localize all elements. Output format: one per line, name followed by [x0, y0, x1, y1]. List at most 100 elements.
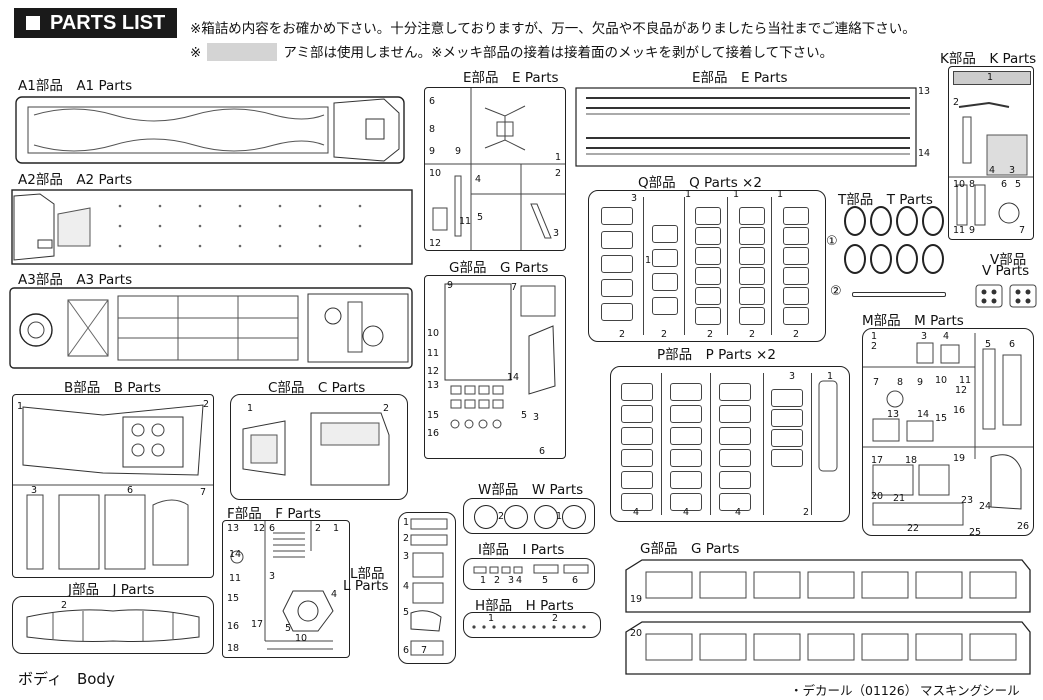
- f-parts-drawing: [230, 521, 334, 650]
- k-parts-drawing: [949, 101, 1033, 226]
- sprue-a3: [8, 286, 414, 372]
- part-number: 14: [229, 549, 242, 560]
- part-number: 15: [227, 593, 240, 604]
- part-number: 2: [749, 329, 756, 340]
- part-number: 6: [539, 446, 546, 457]
- part-number: 1: [555, 152, 562, 163]
- part-number: 2: [403, 533, 410, 544]
- part-number: 21: [893, 493, 906, 504]
- parts-list-title: PARTS LIST: [14, 8, 177, 38]
- part-number: 3: [533, 412, 540, 423]
- part-number: 17: [871, 455, 884, 466]
- label-g-parts-top: G部品 G Parts: [449, 260, 549, 276]
- tire: [870, 206, 892, 236]
- part-number: 1: [987, 72, 994, 83]
- part-number: 12: [427, 366, 440, 377]
- part-number: 15: [935, 413, 948, 424]
- tire: [922, 244, 944, 274]
- part-number: 14: [917, 409, 930, 420]
- part-number: 16: [227, 621, 240, 632]
- p-column: [763, 373, 812, 515]
- sprue-l: 1 2 3 4 5 6 7: [398, 512, 456, 664]
- g-bottom-drawing: [625, 559, 1031, 675]
- part-number: 9: [447, 280, 454, 291]
- part-number: 5: [285, 623, 292, 634]
- label-p-parts: P部品 P Parts ×2: [657, 347, 776, 363]
- part-number: 4: [989, 165, 996, 176]
- part-number: 3: [31, 485, 38, 496]
- part-number: 9: [969, 225, 976, 236]
- sprue-e-large: 13 14: [574, 84, 932, 174]
- part-number: 2: [619, 329, 626, 340]
- part-number: 13: [427, 380, 440, 391]
- tire: [844, 244, 866, 274]
- sprue-t: ① ②: [826, 206, 956, 306]
- tire: [844, 206, 866, 236]
- part-number: 19: [953, 453, 966, 464]
- q-column: [775, 197, 815, 335]
- label-a1-parts: A1部品 A1 Parts: [18, 78, 133, 94]
- part-number: 3: [269, 571, 276, 582]
- part-number: 7: [1019, 225, 1026, 236]
- sprue-j: 2: [12, 596, 214, 654]
- label-v-parts-jp: V部品: [990, 252, 1027, 268]
- part-number: 6: [403, 645, 410, 656]
- part-number: 2: [953, 97, 960, 108]
- part-number: 17: [251, 619, 264, 630]
- q-column: [599, 197, 635, 335]
- part-number: 7: [200, 487, 207, 498]
- part-number: 3: [921, 331, 928, 342]
- label-c-parts: C部品 C Parts: [268, 380, 366, 396]
- tire: [922, 206, 944, 236]
- part-number: 10: [295, 633, 308, 644]
- part-number: 18: [905, 455, 918, 466]
- label-e-parts-small: E部品 E Parts: [463, 70, 559, 86]
- part-number: 3: [553, 228, 560, 239]
- j-parts-drawing: [26, 609, 200, 642]
- part-number: 16: [953, 405, 966, 416]
- part-number: 1: [871, 331, 878, 342]
- part-number: 6: [127, 485, 134, 496]
- part-number: 1: [645, 255, 652, 266]
- part-number: 13: [887, 409, 900, 420]
- part-number: 3: [508, 575, 515, 586]
- t-rod: [852, 292, 946, 297]
- part-number: 5: [521, 410, 528, 421]
- tire: [896, 206, 918, 236]
- part-number: 14: [918, 148, 931, 159]
- part-number: 2: [498, 511, 505, 522]
- w-disc: [474, 505, 498, 529]
- sprue-a2: [10, 186, 414, 268]
- part-number: 3: [403, 551, 410, 562]
- label-a3-parts: A3部品 A3 Parts: [18, 272, 133, 288]
- part-number: 1: [556, 511, 563, 522]
- part-number: 3: [631, 193, 638, 204]
- sprue-f: 13 12 6 2 1 14 11 3 15 16 17 4 5 10 18: [222, 520, 350, 658]
- part-number: 20: [630, 628, 643, 639]
- sprue-i: 1 2 3 4 5 6: [463, 558, 595, 590]
- p-column: [617, 373, 661, 515]
- note-mesh-chrome: ※アミ部は使用しません。※メッキ部品の接着は接着面のメッキを剥がして接着して下さ…: [190, 43, 834, 61]
- part-number: 9: [455, 146, 462, 157]
- part-number: 1: [403, 517, 410, 528]
- part-number: 13: [918, 86, 931, 97]
- q-column: [687, 197, 728, 335]
- part-number: 4: [516, 575, 523, 586]
- label-f-parts: F部品 F Parts: [227, 506, 322, 522]
- part-number: 1: [733, 189, 740, 200]
- label-decal: ・デカール（01126）: [790, 683, 918, 698]
- sprue-q: 3 1 1 1 1 2 2 2 2 2: [588, 189, 826, 342]
- label-e-parts-large: E部品 E Parts: [692, 70, 788, 86]
- part-number: 24: [979, 501, 992, 512]
- a2-floor-drawing: [11, 189, 413, 265]
- label-j-parts: J部品 J Parts: [68, 582, 155, 598]
- part-number: 2: [793, 329, 800, 340]
- label-i-parts: I部品 I Parts: [478, 542, 565, 558]
- part-number: 6: [1009, 339, 1016, 350]
- part-number: 11: [953, 225, 966, 236]
- t-group-1-marker: ①: [826, 234, 838, 249]
- part-number: 19: [630, 594, 643, 605]
- part-number: 9: [429, 146, 436, 157]
- c-parts-drawing: [242, 412, 390, 486]
- part-number: 7: [511, 282, 518, 293]
